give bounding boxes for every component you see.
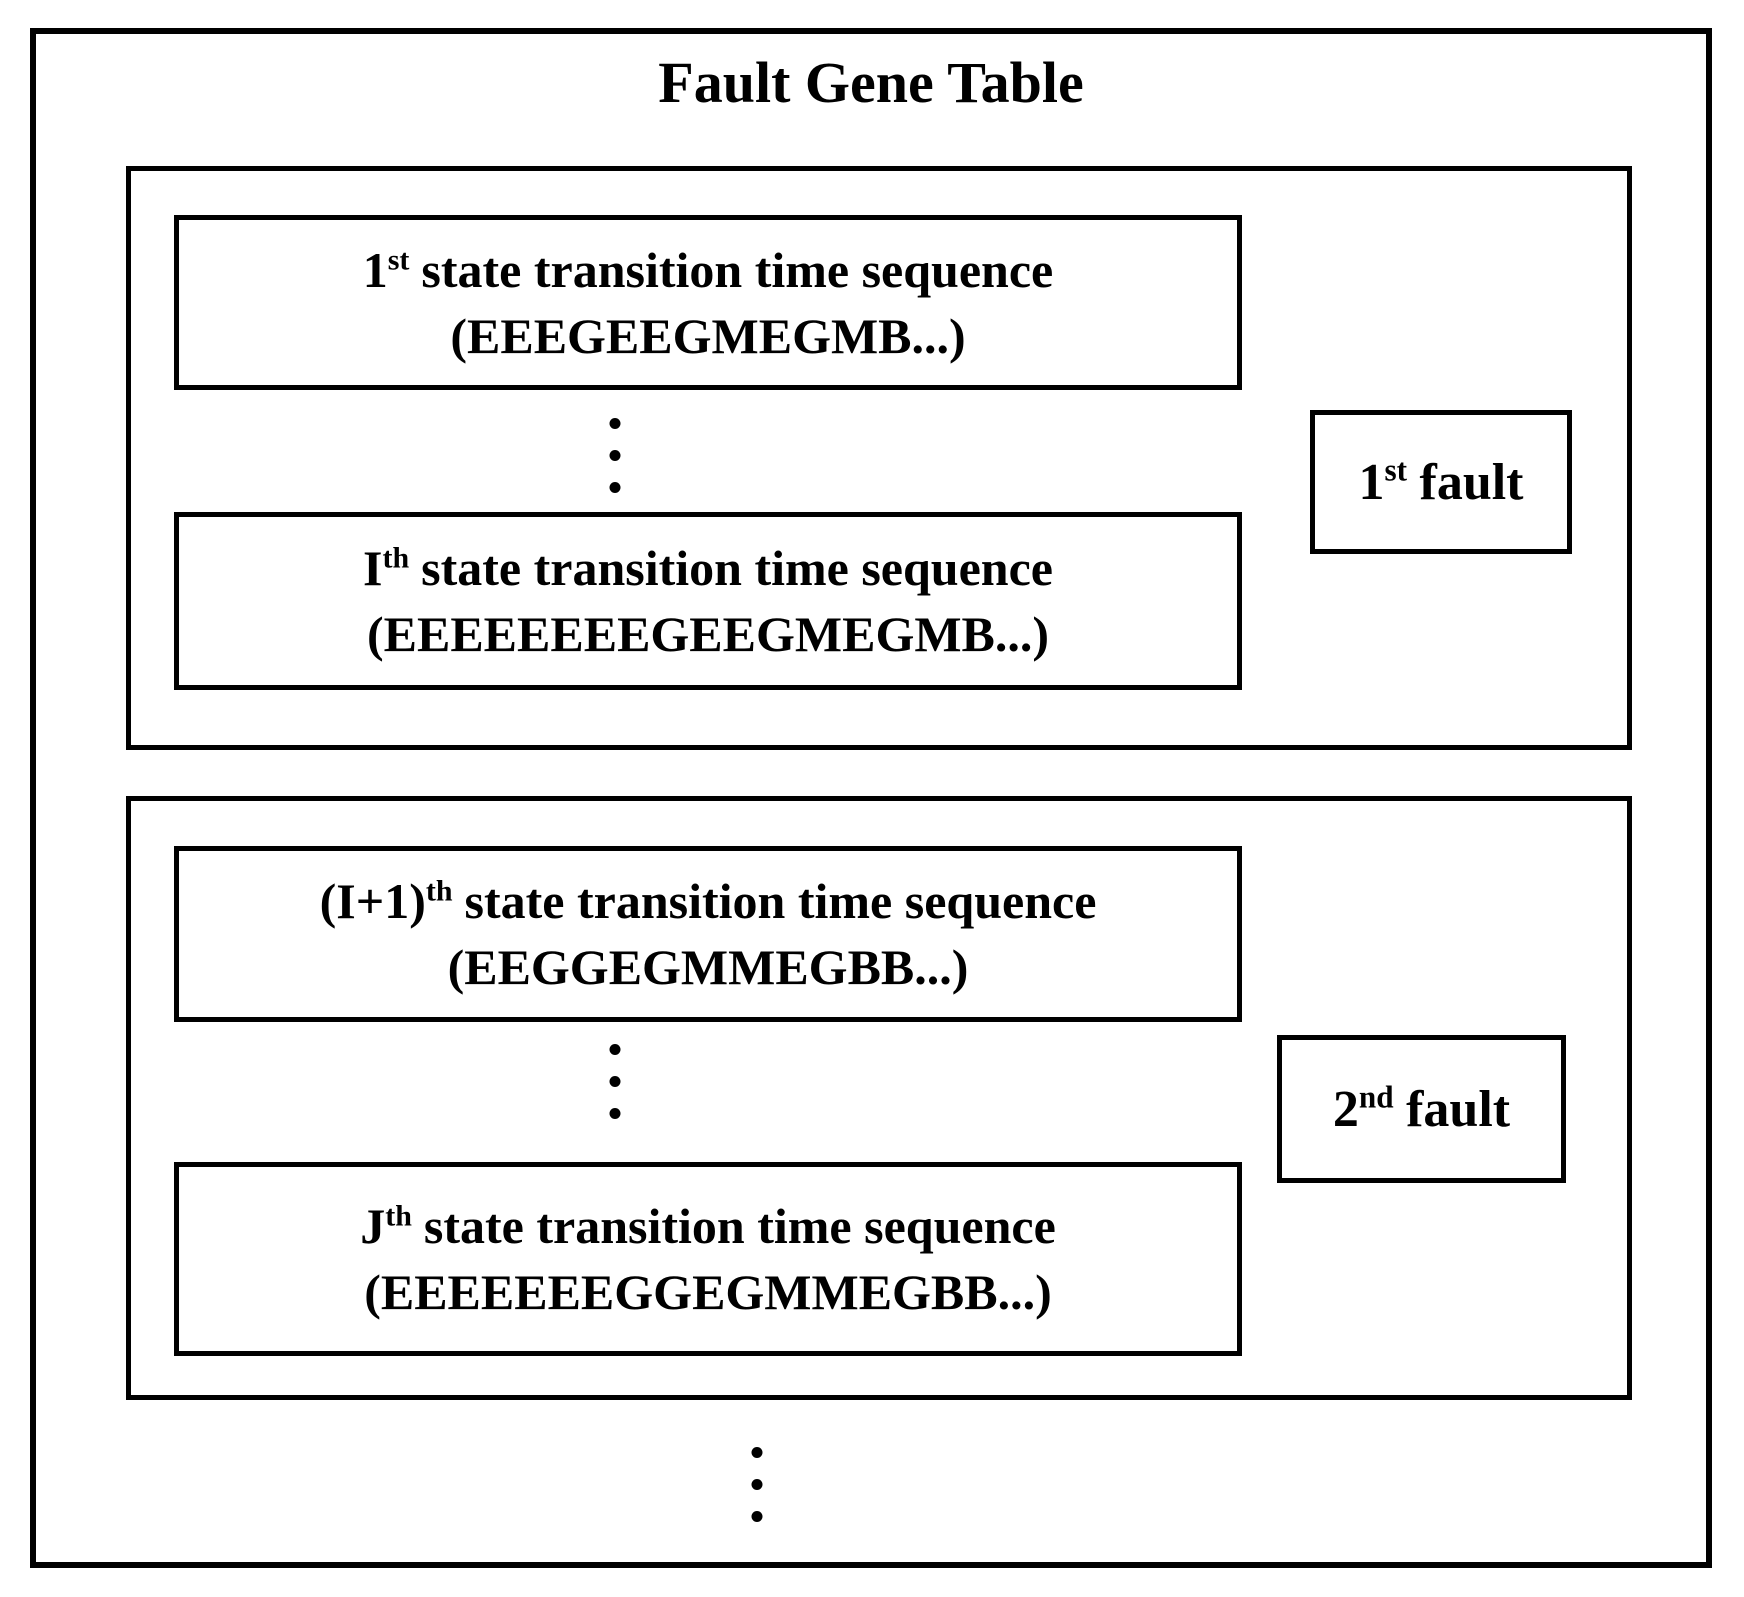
sequence-index: 1 bbox=[362, 241, 388, 298]
ellipsis-dot bbox=[751, 1479, 763, 1490]
vertical-ellipsis-bottom bbox=[751, 1447, 763, 1522]
sequence-Ith-title: Ith state transition time sequence bbox=[363, 535, 1053, 601]
ellipsis-dot bbox=[751, 1447, 763, 1458]
ellipsis-dot bbox=[609, 450, 621, 461]
sequence-box-1st: 1st state transition time sequence (EEEGE… bbox=[174, 215, 1242, 390]
sequence-label: state transition time sequence bbox=[464, 873, 1097, 929]
sequence-Jth-string: (EEEEEEEGGEGMMEGBB...) bbox=[364, 1264, 1052, 1320]
sequence-box-Jth: Jth state transition time sequence (EEEEE… bbox=[174, 1162, 1242, 1356]
sequence-ordinal: st bbox=[387, 242, 410, 276]
sequence-box-I-plus-1th: (I+1)th state transition time sequence (E… bbox=[174, 846, 1242, 1022]
fault-ordinal: nd bbox=[1358, 1079, 1394, 1115]
sequence-1st-title: 1st state transition time sequence bbox=[363, 237, 1054, 303]
ellipsis-dot bbox=[751, 1511, 763, 1522]
sequence-Jth-title: Jth state transition time sequence bbox=[360, 1193, 1056, 1259]
sequence-index: J bbox=[360, 1198, 386, 1254]
sequence-1st-string: (EEEGEEGMEGMB...) bbox=[450, 307, 966, 364]
sequence-index: (I+1) bbox=[319, 873, 426, 929]
ellipsis-dot bbox=[609, 482, 621, 493]
sequence-ordinal: th bbox=[382, 541, 410, 575]
fault-number: 1 bbox=[1358, 453, 1385, 511]
sequence-ordinal: th bbox=[425, 874, 453, 908]
fault-number: 2 bbox=[1332, 1080, 1359, 1138]
fault-word: fault bbox=[1419, 453, 1524, 511]
fault-word: fault bbox=[1406, 1080, 1511, 1138]
ellipsis-dot bbox=[609, 1108, 621, 1119]
sequence-index: I bbox=[363, 540, 383, 596]
ellipsis-dot bbox=[609, 1044, 621, 1055]
ellipsis-dot bbox=[609, 418, 621, 429]
diagram-title: Fault Gene Table bbox=[658, 50, 1084, 115]
sequence-label: state transition time sequence bbox=[421, 241, 1054, 298]
sequence-I-plus-1th-title: (I+1)th state transition time sequence bbox=[320, 868, 1097, 934]
sequence-box-Ith: Ith state transition time sequence (EEEEE… bbox=[174, 512, 1242, 690]
vertical-ellipsis-group-2 bbox=[609, 1044, 621, 1119]
sequence-label: state transition time sequence bbox=[421, 540, 1053, 596]
ellipsis-dot bbox=[609, 1076, 621, 1087]
sequence-Ith-string: (EEEEEEEEGEEGMEGMB...) bbox=[366, 606, 1050, 662]
sequence-ordinal: th bbox=[385, 1199, 412, 1233]
vertical-ellipsis-group-1 bbox=[609, 418, 621, 493]
sequence-I-plus-1th-string: (EEGGEGMMEGBB...) bbox=[447, 939, 969, 995]
sequence-label: state transition time sequence bbox=[423, 1198, 1056, 1254]
fault-ordinal: st bbox=[1384, 452, 1408, 488]
